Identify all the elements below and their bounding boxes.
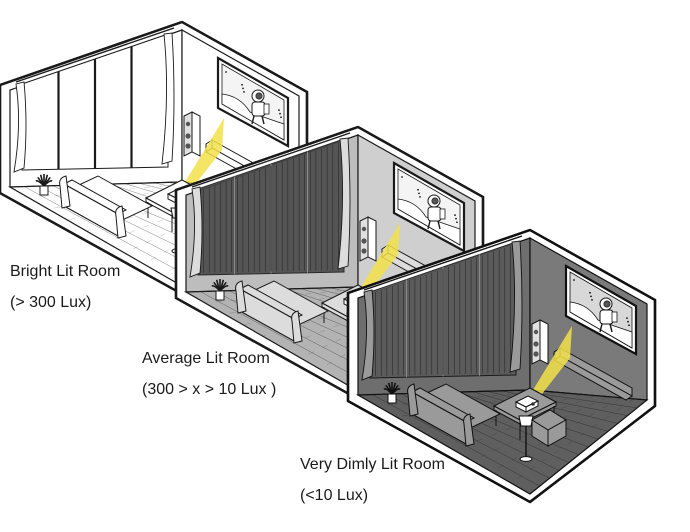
bright-room-lux: (> 300 Lux) <box>10 294 92 311</box>
bright-room-title: Bright Lit Room <box>10 263 121 280</box>
curtain-icon <box>189 132 351 278</box>
room-dim <box>346 228 657 504</box>
room-label-bright: Bright Lit Room (> 300 Lux) <box>10 262 120 313</box>
projection-screen <box>392 161 466 253</box>
sofa-icon <box>235 280 330 344</box>
sofa-icon <box>407 383 502 447</box>
astronaut-icon <box>599 297 618 333</box>
average-room-lux: (300 > x > 10 Lux ) <box>142 381 277 398</box>
dim-room-lux: (<10 Lux) <box>300 487 369 504</box>
average-room-title: Average Lit Room <box>142 350 270 367</box>
plant-icon <box>35 174 53 196</box>
speaker-icon <box>359 216 377 262</box>
projector-icon <box>514 395 540 413</box>
astronaut-icon <box>251 89 270 125</box>
plant-icon <box>211 279 229 301</box>
room-label-dim: Very Dimly Lit Room (<10 Lux) <box>300 455 445 506</box>
astronaut-icon <box>427 194 446 230</box>
sofa-icon <box>59 175 154 239</box>
curtain-icon <box>361 235 523 381</box>
speaker-icon <box>531 319 549 365</box>
room-bright <box>0 20 309 296</box>
curtain-icon <box>13 27 175 173</box>
room-label-average: Average Lit Room (300 > x > 10 Lux ) <box>142 349 276 400</box>
projection-screen <box>564 264 638 356</box>
plant-icon <box>383 382 401 404</box>
dim-room-title: Very Dimly Lit Room <box>300 456 445 473</box>
floor-lamp-icon <box>518 415 534 462</box>
armchair-icon <box>531 409 567 447</box>
speaker-icon <box>183 111 201 157</box>
projection-screen <box>216 56 290 148</box>
